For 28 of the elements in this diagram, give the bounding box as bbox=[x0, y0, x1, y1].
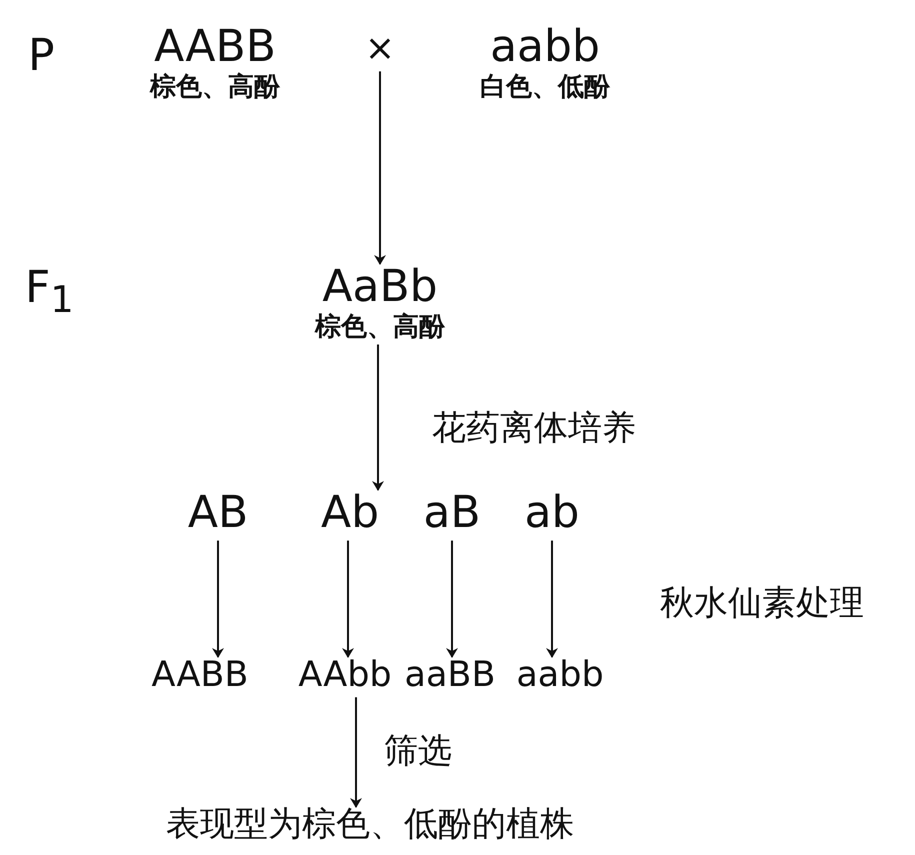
arrow bbox=[374, 71, 386, 265]
parent-genotype: AABB bbox=[153, 22, 277, 72]
step-label: 秋水仙素处理 bbox=[660, 582, 864, 625]
diploid-genotype: AABB bbox=[152, 655, 248, 696]
gamete-genotype: AB bbox=[188, 488, 248, 539]
generation-label: P bbox=[28, 30, 55, 81]
parent-genotype: aabb bbox=[489, 22, 601, 73]
step-label: 花药离体培养 bbox=[432, 407, 636, 450]
diploid-genotype: AAbb bbox=[298, 655, 392, 696]
arrow bbox=[342, 540, 354, 658]
cross-sign: × bbox=[364, 28, 396, 70]
diploid-genotype: aabb bbox=[516, 655, 604, 696]
phenotype-text: 棕色、高酚 bbox=[315, 312, 445, 342]
edge-label: 筛选 bbox=[384, 730, 452, 774]
diploid-genotype: aaBB bbox=[404, 655, 496, 696]
arrow bbox=[372, 344, 384, 491]
arrow bbox=[350, 697, 362, 808]
arrow bbox=[446, 540, 458, 658]
phenotype-text: 白色、低酚 bbox=[480, 72, 610, 102]
gamete-genotype: Ab bbox=[320, 488, 380, 539]
phenotype-text: 棕色、高酚 bbox=[150, 72, 280, 102]
arrow bbox=[546, 540, 558, 658]
result-text: 表现型为棕色、低酚的植株 bbox=[166, 805, 574, 844]
gamete-genotype: ab bbox=[524, 488, 580, 539]
arrow bbox=[212, 540, 224, 658]
generation-label: F$_{1}$ bbox=[25, 262, 74, 321]
gamete-genotype: aB bbox=[423, 488, 481, 539]
offspring-genotype: AaBb bbox=[321, 262, 439, 312]
